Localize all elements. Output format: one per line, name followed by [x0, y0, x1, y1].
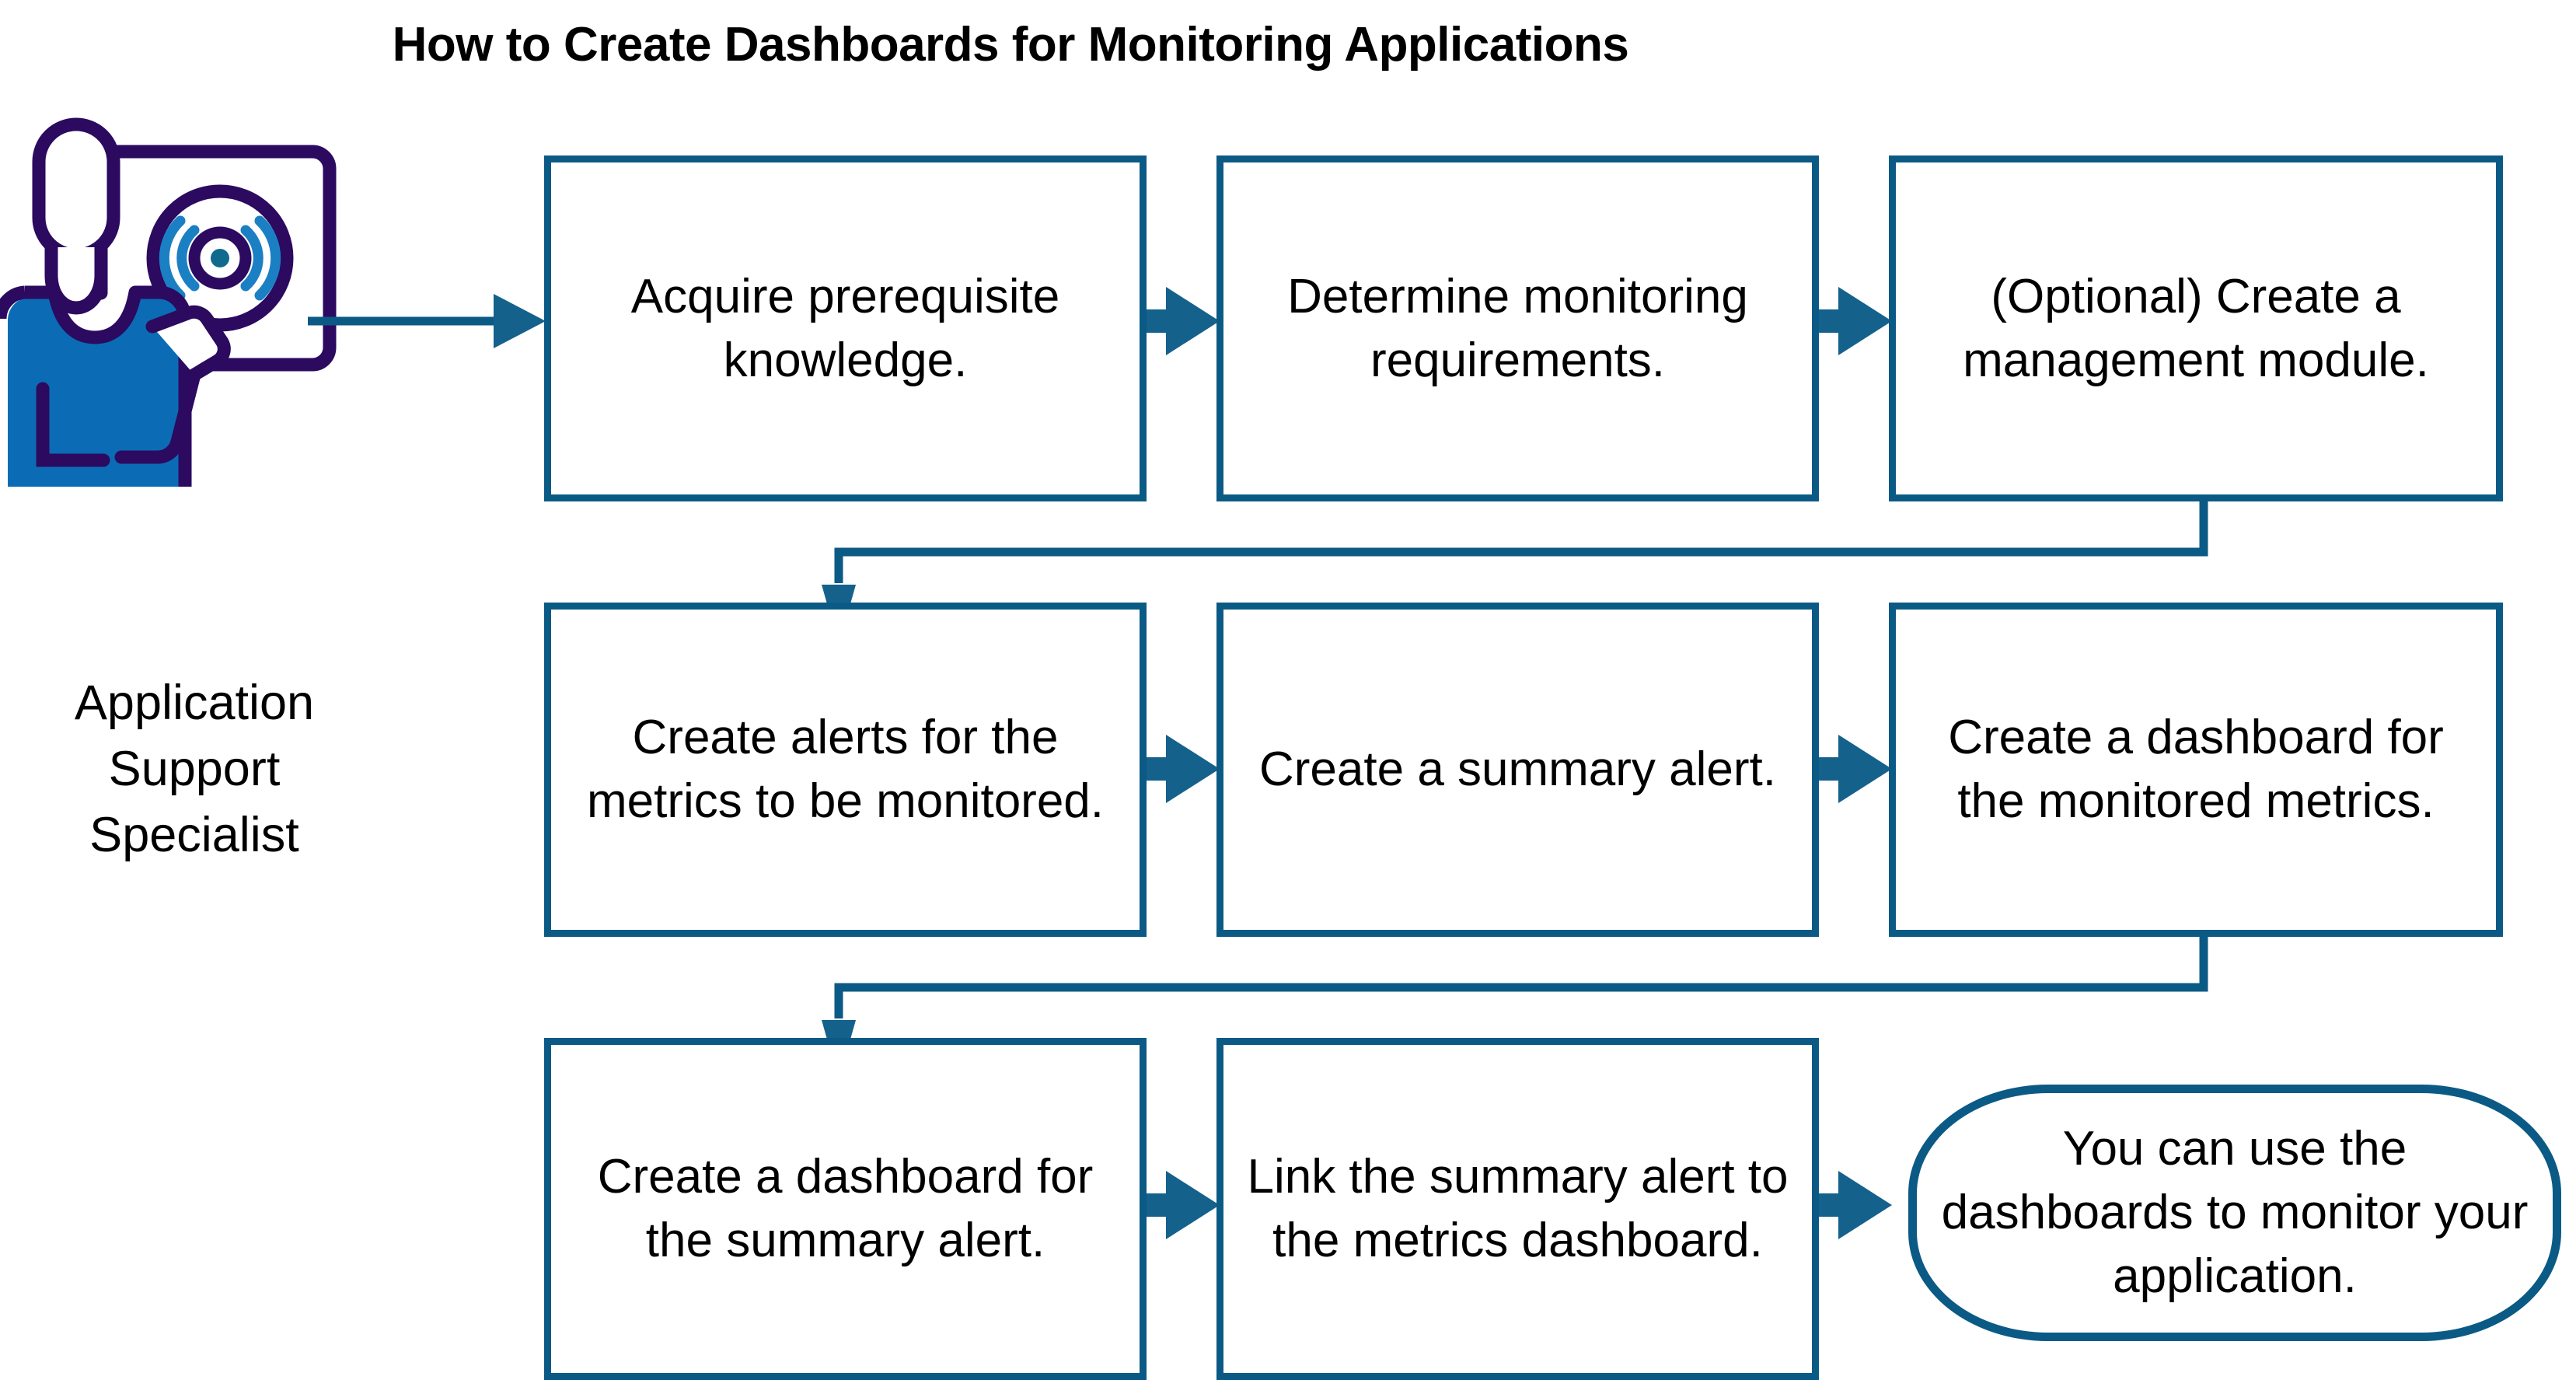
step-box-1[interactable]: Acquire prerequisite knowledge.: [544, 155, 1147, 501]
step-box-3[interactable]: (Optional) Create a management module.: [1889, 155, 2503, 501]
step-box-9-terminal[interactable]: You can use the dashboards to monitor yo…: [1908, 1085, 2561, 1341]
conn-step5-step6: [1815, 735, 1892, 803]
step-box-7[interactable]: Create a dashboard for the summary alert…: [544, 1038, 1147, 1380]
conn-step4-step5: [1143, 735, 1220, 803]
persona-group: Application Support Specialist: [0, 93, 482, 862]
persona-label: Application Support Specialist: [0, 670, 389, 868]
persona-label-line-1: Application: [74, 676, 315, 730]
page-title: How to Create Dashboards for Monitoring …: [392, 18, 1629, 72]
step-box-2[interactable]: Determine monitoring requirements.: [1216, 155, 1819, 501]
step-box-8[interactable]: Link the summary alert to the metrics da…: [1216, 1038, 1819, 1380]
conn-step8-step9: [1815, 1171, 1892, 1239]
application-support-specialist-icon: [0, 117, 337, 487]
step-box-5[interactable]: Create a summary alert.: [1216, 603, 1819, 937]
conn-step7-step8: [1143, 1171, 1220, 1239]
conn-step1-step2: [1143, 287, 1220, 355]
step-box-6[interactable]: Create a dashboard for the monitored met…: [1889, 603, 2503, 937]
conn-step2-step3: [1815, 287, 1892, 355]
persona-label-line-3: Specialist: [89, 808, 299, 863]
persona-label-line-2: Support: [108, 742, 281, 797]
step-box-4[interactable]: Create alerts for the metrics to be moni…: [544, 603, 1147, 937]
